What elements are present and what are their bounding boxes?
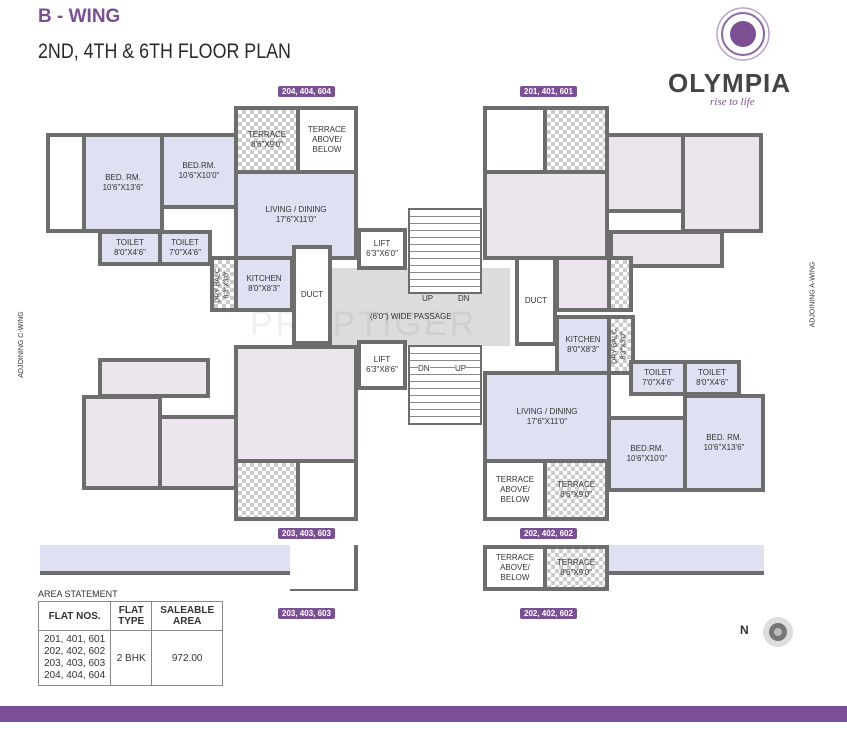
adjoining-c-wing: ADJOINING C-WING	[17, 311, 25, 378]
dry-balcony-size: 8'3"X3'0"	[620, 331, 628, 360]
staircase	[408, 208, 482, 294]
bedroom-small: BED.RM.10'6"X10'0"	[607, 416, 687, 492]
duct: DUCT	[292, 245, 332, 345]
lower-level-strip	[609, 545, 764, 575]
dry-balcony-label: DRY BALC.	[214, 266, 222, 303]
flat-tag: 203, 403, 603	[278, 608, 335, 619]
logo-swirl-icon	[716, 7, 770, 61]
page-title: 2ND, 4TH & 6TH FLOOR PLAN	[38, 40, 291, 63]
terrace-above-below: TERRACE ABOVE/ BELOW	[483, 545, 547, 591]
living-dining	[483, 170, 609, 260]
compass-label: N	[740, 623, 749, 637]
stair-up: UP	[455, 364, 467, 373]
dry-balcony-label: DRY BALC.	[611, 327, 619, 364]
terrace-above-below: TERRACE ABOVE/ BELOW	[483, 459, 547, 521]
bedroom-small: BED.RM.10'6"X10'0"	[160, 133, 238, 209]
header-flat-type: FLAT TYPE	[110, 601, 153, 631]
terrace	[234, 459, 300, 521]
compass-icon	[763, 617, 793, 647]
flat-tag: 203, 403, 603	[278, 528, 335, 539]
room	[46, 133, 86, 233]
dry-balcony	[607, 256, 633, 312]
adjoining-a-wing: ADJOINING A-WING	[809, 261, 817, 328]
kitchen	[555, 256, 611, 312]
header-flat-nos: FLAT NOS.	[37, 601, 112, 631]
area-statement-title: AREA STATEMENT	[38, 589, 118, 599]
flat-tag: 202, 402, 602	[520, 608, 577, 619]
dry-balcony-size: 8'3"X3'0"	[223, 270, 231, 299]
flat-tag: 201, 401, 601	[520, 86, 577, 97]
bedroom-small	[158, 415, 238, 490]
flat-tag: 204, 404, 604	[278, 86, 335, 97]
logo-name: OLYMPIA	[668, 68, 792, 98]
bedroom-large: BED. RM.10'6"X13'6"	[82, 133, 164, 233]
logo-tagline: rise to life	[710, 96, 755, 108]
lower-level-strip	[40, 545, 290, 575]
staircase	[408, 345, 482, 425]
flat-tag: 202, 402, 602	[520, 528, 577, 539]
area-cell: 972.00	[151, 630, 224, 686]
terrace-above-below	[296, 459, 358, 521]
terrace-above-below: TERRACE ABOVE/ BELOW	[296, 106, 358, 174]
lower-level-strip	[290, 545, 358, 591]
passage-label: (6'0") WIDE PASSAGE	[370, 312, 452, 321]
olympia-logo: OLYMPIA rise to life	[668, 4, 818, 108]
living-dining	[234, 345, 358, 463]
bedroom-small	[605, 133, 685, 213]
terrace-above-below	[483, 106, 547, 174]
stair-dn: DN	[458, 294, 470, 303]
toilets	[98, 358, 210, 398]
header-saleable-area: SALEABLE AREA	[151, 601, 224, 631]
bedroom-large	[681, 133, 763, 233]
stair-dn: DN	[418, 364, 430, 373]
duct: DUCT	[515, 256, 557, 346]
flat-type-cell: 2 BHK	[110, 630, 153, 686]
bedroom-large: BED. RM.10'6"X13'6"	[683, 394, 765, 492]
footer-bar	[0, 706, 847, 722]
terrace	[543, 106, 609, 174]
wing-title: B - WING	[38, 6, 121, 27]
stair-up: UP	[422, 294, 434, 303]
dry-balcony: DRY BALC. 8'3"X3'0"	[607, 315, 635, 375]
bedroom-large	[82, 395, 162, 490]
